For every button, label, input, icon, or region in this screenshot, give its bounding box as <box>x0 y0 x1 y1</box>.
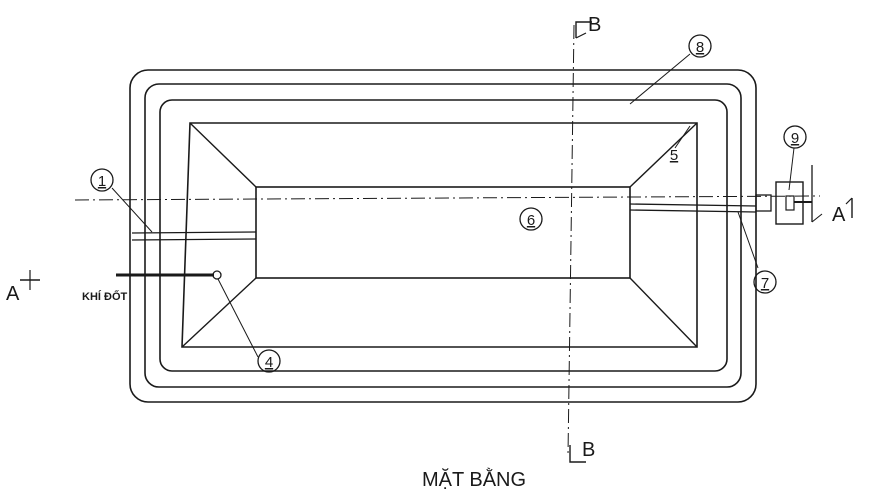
callout-5-leader <box>674 125 691 149</box>
callout-1-number: 1 <box>98 173 106 190</box>
slope-edge-sw <box>181 277 257 348</box>
section-a-left-label: A <box>6 283 20 305</box>
callout-6-circle <box>519 207 543 231</box>
callout-7: 7 <box>753 270 777 294</box>
callout-8: 8 <box>688 34 712 58</box>
callout-6-number: 6 <box>527 212 535 229</box>
callout-5: 5 <box>670 147 678 164</box>
callout-8-leader <box>629 53 691 105</box>
outlet-valve-box <box>755 194 772 212</box>
callout-4-circle <box>257 349 281 373</box>
callout-9-leader <box>788 147 795 191</box>
callout-1-circle <box>90 168 114 192</box>
callout-9-circle <box>783 125 807 149</box>
section-b-bottom-marker <box>569 445 586 463</box>
callout-6: 6 <box>519 207 543 231</box>
gas-pipe-end <box>212 270 222 280</box>
callout-4: 4 <box>257 349 281 373</box>
callout-7-leader <box>737 211 759 269</box>
section-b-bottom-label: B <box>582 439 595 461</box>
slope-edge-se <box>629 277 698 348</box>
chamber-vent-tick <box>811 213 823 223</box>
outlet-pipe-bottom <box>629 209 757 213</box>
section-b-top-label: B <box>588 14 601 36</box>
drawing-title: MẶT BẰNG <box>422 467 526 491</box>
callout-9: 9 <box>783 125 807 149</box>
callout-1: 1 <box>90 168 114 192</box>
callout-4-number: 4 <box>265 354 273 371</box>
section-line-a <box>74 195 821 201</box>
callout-7-number: 7 <box>761 275 769 292</box>
outlet-pipe-top <box>629 203 757 207</box>
callout-1-leader <box>111 187 153 233</box>
inspection-chamber-inner <box>785 195 795 211</box>
slope-edge-nw <box>189 122 257 188</box>
callout-7-circle <box>753 270 777 294</box>
callout-8-circle <box>688 34 712 58</box>
callout-4-leader <box>217 278 259 358</box>
section-a-right-label: A <box>832 204 846 226</box>
gas-label: KHÍ ĐỐT <box>82 289 128 303</box>
section-b-top-arrow <box>575 32 587 39</box>
tank-bottom-floor <box>255 186 631 279</box>
callout-8-number: 8 <box>696 39 704 56</box>
inlet-pipe-top <box>131 231 257 234</box>
outer-wall-outline <box>129 69 757 403</box>
section-b-top-marker <box>575 21 592 38</box>
tank-top-edge <box>181 122 698 348</box>
inner-wall-outline <box>159 99 728 372</box>
callout-9-number: 9 <box>791 130 799 147</box>
callout-5-number: 5 <box>670 147 678 164</box>
inlet-pipe-bottom <box>131 238 257 241</box>
middle-wall-outline <box>144 83 742 388</box>
section-a-right-arrow <box>845 197 853 205</box>
slope-edge-ne <box>629 122 698 188</box>
section-line-b <box>567 24 575 456</box>
